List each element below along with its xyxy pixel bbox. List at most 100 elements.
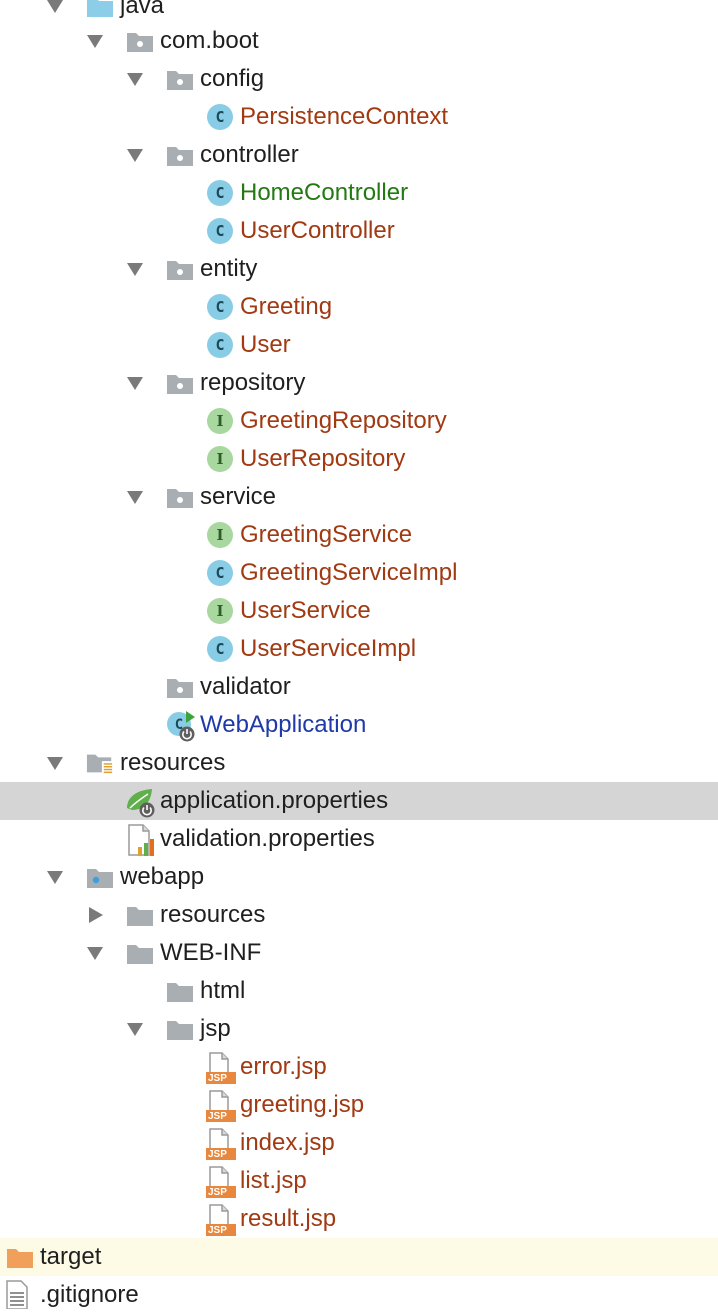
folder-icon bbox=[126, 901, 154, 929]
package-icon bbox=[166, 673, 194, 701]
tree-item-label: WebApplication bbox=[200, 711, 367, 738]
tree-item-application-properties[interactable]: application.properties bbox=[0, 782, 718, 820]
tree-item-label: result.jsp bbox=[240, 1205, 337, 1232]
tree-item-list-jsp[interactable]: JSP list.jsp bbox=[0, 1162, 718, 1200]
tree-item-controller[interactable]: controller bbox=[0, 136, 718, 174]
tree-item-label: GreetingService bbox=[240, 521, 413, 548]
folder-icon bbox=[166, 1015, 194, 1043]
tree-item-gitignore[interactable]: .gitignore bbox=[0, 1276, 718, 1314]
tree-item-label: config bbox=[200, 65, 265, 92]
excluded-folder-icon bbox=[6, 1243, 34, 1271]
svg-text:C: C bbox=[175, 717, 183, 733]
tree-item-label: entity bbox=[200, 255, 258, 282]
tree-item-greeting[interactable]: C Greeting bbox=[0, 288, 718, 326]
tree-item-jsp[interactable]: jsp bbox=[0, 1010, 718, 1048]
expand-arrow-icon[interactable] bbox=[47, 0, 63, 13]
tree-item-persistencecontext[interactable]: C PersistenceContext bbox=[0, 98, 718, 136]
class-icon: C bbox=[206, 635, 234, 663]
interface-icon: I bbox=[206, 521, 234, 549]
tree-item-service[interactable]: service bbox=[0, 478, 718, 516]
tree-item-label: resources bbox=[120, 749, 226, 776]
interface-icon: I bbox=[206, 445, 234, 473]
expand-arrow-icon[interactable] bbox=[87, 35, 103, 48]
tree-item-webapplication[interactable]: C WebApplication bbox=[0, 706, 718, 744]
tree-item-greetingrepository[interactable]: I GreetingRepository bbox=[0, 402, 718, 440]
tree-item-label: controller bbox=[200, 141, 299, 168]
jsp-badge: JSP bbox=[208, 1111, 227, 1122]
tree-item-label: WEB-INF bbox=[160, 939, 262, 966]
tree-item-userserviceimpl[interactable]: C UserServiceImpl bbox=[0, 630, 718, 668]
tree-item-label: webapp bbox=[120, 863, 205, 890]
tree-item-usercontroller[interactable]: C UserController bbox=[0, 212, 718, 250]
tree-item-greeting-jsp[interactable]: JSP greeting.jsp bbox=[0, 1086, 718, 1124]
tree-item-homecontroller[interactable]: C HomeController bbox=[0, 174, 718, 212]
tree-item-webapp[interactable]: webapp bbox=[0, 858, 718, 896]
tree-item-webapp-resources[interactable]: resources bbox=[0, 896, 718, 934]
tree-item-greetingserviceimpl[interactable]: C GreetingServiceImpl bbox=[0, 554, 718, 592]
expand-arrow-icon[interactable] bbox=[87, 947, 103, 960]
tree-item-entity[interactable]: entity bbox=[0, 250, 718, 288]
tree-item-java[interactable]: java bbox=[0, 0, 718, 25]
interface-icon: I bbox=[206, 597, 234, 625]
class-icon: C bbox=[206, 217, 234, 245]
tree-item-resources[interactable]: resources bbox=[0, 744, 718, 782]
expand-arrow-icon[interactable] bbox=[127, 1023, 143, 1036]
expand-arrow-icon[interactable] bbox=[47, 871, 63, 884]
expand-arrow-icon[interactable] bbox=[127, 491, 143, 504]
tree-item-label: UserController bbox=[240, 217, 395, 244]
tree-item-label: .gitignore bbox=[40, 1281, 139, 1308]
tree-item-validation-properties[interactable]: validation.properties bbox=[0, 820, 718, 858]
tree-item-label: Greeting bbox=[240, 293, 333, 320]
tree-item-label: list.jsp bbox=[240, 1167, 307, 1194]
tree-item-user[interactable]: C User bbox=[0, 326, 718, 364]
tree-item-label: greeting.jsp bbox=[240, 1091, 365, 1118]
expand-arrow-icon[interactable] bbox=[127, 263, 143, 276]
tree-item-label: UserService bbox=[240, 597, 371, 624]
tree-item-label: UserRepository bbox=[240, 445, 406, 472]
tree-item-label: index.jsp bbox=[240, 1129, 335, 1156]
package-icon bbox=[166, 255, 194, 283]
package-icon bbox=[166, 141, 194, 169]
tree-item-error-jsp[interactable]: JSP error.jsp bbox=[0, 1048, 718, 1086]
tree-item-config[interactable]: config bbox=[0, 60, 718, 98]
tree-item-userservice[interactable]: I UserService bbox=[0, 592, 718, 630]
tree-item-label: User bbox=[240, 331, 291, 358]
tree-item-index-jsp[interactable]: JSP index.jsp bbox=[0, 1124, 718, 1162]
tree-item-label: html bbox=[200, 977, 246, 1004]
folder-icon bbox=[166, 977, 194, 1005]
tree-item-label: jsp bbox=[200, 1015, 231, 1042]
jsp-badge: JSP bbox=[208, 1149, 227, 1160]
tree-item-label: resources bbox=[160, 901, 266, 928]
package-icon bbox=[126, 27, 154, 55]
jsp-file-icon: JSP bbox=[205, 1203, 237, 1237]
package-icon bbox=[166, 483, 194, 511]
tree-item-label: validator bbox=[200, 673, 291, 700]
tree-item-web-inf[interactable]: WEB-INF bbox=[0, 934, 718, 972]
interface-icon: I bbox=[206, 407, 234, 435]
tree-item-label: repository bbox=[200, 369, 306, 396]
expand-arrow-icon[interactable] bbox=[127, 377, 143, 390]
tree-item-greetingservice[interactable]: I GreetingService bbox=[0, 516, 718, 554]
tree-item-label: error.jsp bbox=[240, 1053, 327, 1080]
expand-arrow-icon[interactable] bbox=[127, 73, 143, 86]
expand-arrow-icon[interactable] bbox=[127, 149, 143, 162]
class-icon: C bbox=[206, 559, 234, 587]
tree-item-label: application.properties bbox=[160, 787, 389, 814]
tree-item-validator[interactable]: validator bbox=[0, 668, 718, 706]
tree-item-target[interactable]: target bbox=[0, 1238, 718, 1276]
tree-item-repository[interactable]: repository bbox=[0, 364, 718, 402]
expand-arrow-icon[interactable] bbox=[89, 907, 103, 923]
tree-item-label: target bbox=[40, 1243, 102, 1270]
class-icon: C bbox=[206, 293, 234, 321]
tree-item-result-jsp[interactable]: JSP result.jsp bbox=[0, 1200, 718, 1238]
tree-item-userrepository[interactable]: I UserRepository bbox=[0, 440, 718, 478]
jsp-file-icon: JSP bbox=[205, 1165, 237, 1199]
text-file-icon bbox=[4, 1280, 32, 1309]
class-icon: C bbox=[206, 103, 234, 131]
tree-item-html[interactable]: html bbox=[0, 972, 718, 1010]
expand-arrow-icon[interactable] bbox=[47, 757, 63, 770]
spring-properties-icon bbox=[124, 786, 156, 818]
tree-item-com-boot[interactable]: com.boot bbox=[0, 22, 718, 60]
tree-item-label: HomeController bbox=[240, 179, 409, 206]
tree-item-label: UserServiceImpl bbox=[240, 635, 417, 662]
